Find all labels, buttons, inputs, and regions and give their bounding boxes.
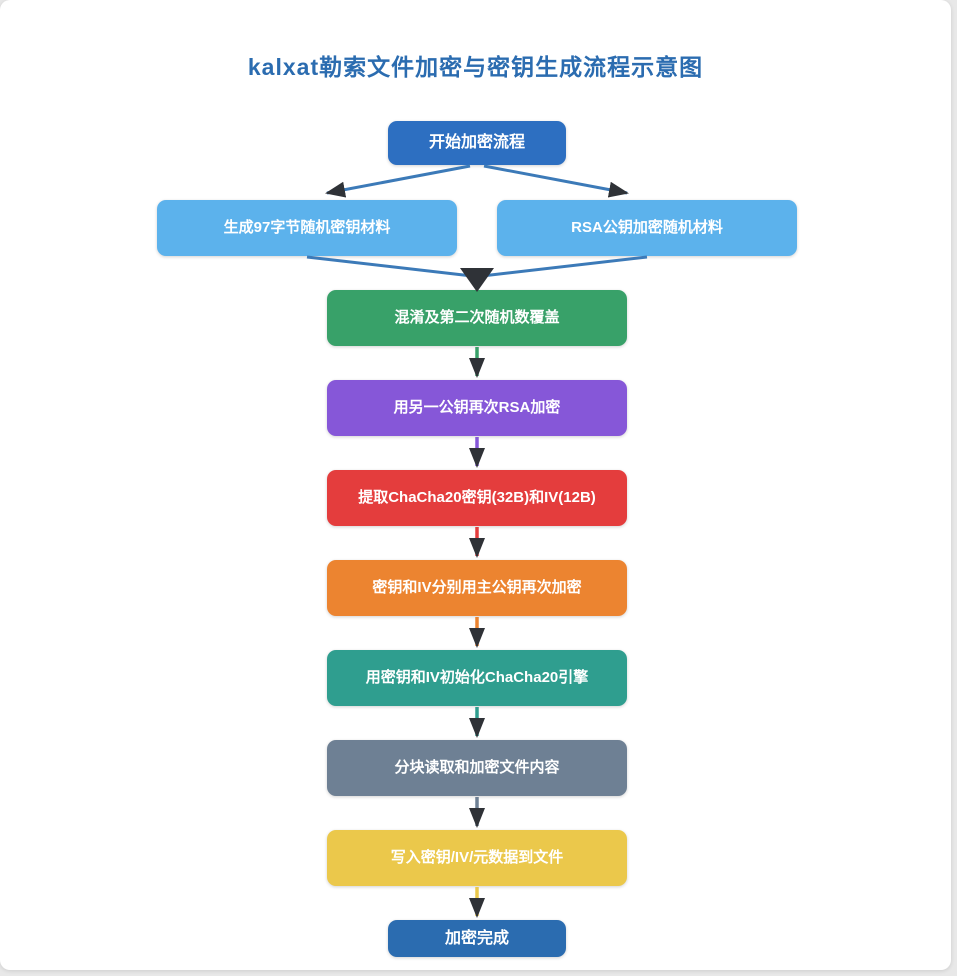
- diagram-title: kalxat勒索文件加密与密钥生成流程示意图: [247, 54, 704, 80]
- node-init-chacha20-engine: 用密钥和IV初始化ChaCha20引擎: [327, 650, 627, 706]
- node-chunked-read-encrypt-file: 分块读取和加密文件内容: [327, 740, 627, 796]
- node-write-key-iv-metadata: 写入密钥/IV/元数据到文件: [327, 830, 627, 886]
- node-obfuscate-second-random-overwrite: 混淆及第二次随机数覆盖: [327, 290, 627, 346]
- node-extract-chacha20-key-iv: 提取ChaCha20密钥(32B)和IV(12B): [327, 470, 627, 526]
- node-rsa-encrypt-random-material: RSA公钥加密随机材料: [497, 200, 797, 256]
- node-second-rsa-encrypt: 用另一公钥再次RSA加密: [327, 380, 627, 436]
- node-encryption-complete: 加密完成: [388, 920, 566, 957]
- node-generate-random-key-material: 生成97字节随机密钥材料: [157, 200, 457, 256]
- node-encrypt-key-iv-with-master-pubkey: 密钥和IV分别用主公钥再次加密: [327, 560, 627, 616]
- node-start: 开始加密流程: [388, 121, 566, 165]
